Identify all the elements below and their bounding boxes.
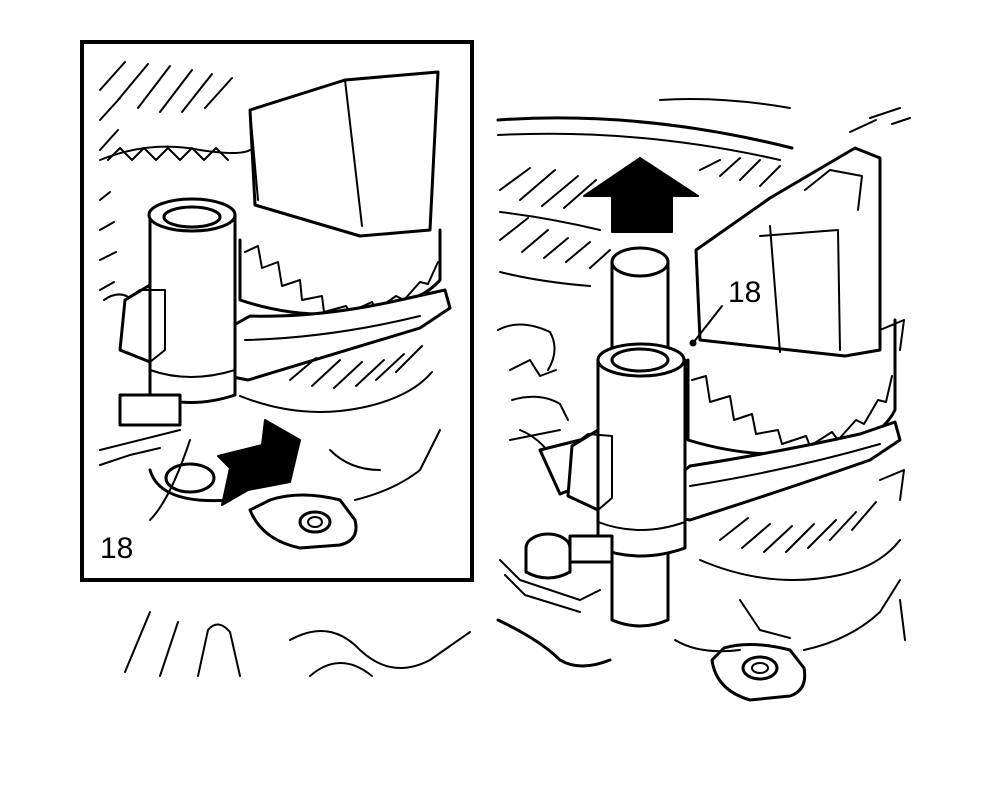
main-shift-fork-arm	[673, 420, 902, 522]
main-label-leader	[692, 305, 723, 344]
inset-detail-panel: 18	[80, 40, 474, 582]
inset-part-label: 18	[100, 532, 133, 565]
main-upper-gear-teeth	[499, 157, 781, 287]
inset-casing-bottom	[148, 429, 441, 550]
inset-label-leader	[149, 439, 191, 521]
inset-lower-gear-teeth	[239, 345, 433, 413]
arrow-up-icon	[583, 157, 699, 233]
main-synchro-block	[694, 146, 882, 358]
main-part-label: 18	[728, 276, 761, 309]
inset-shift-sleeve	[118, 197, 237, 404]
main-bolt-head	[499, 532, 601, 613]
inset-shift-fork-arm	[223, 288, 452, 382]
arrow-down-left-icon	[217, 419, 301, 506]
main-assembly-view: 18	[496, 98, 911, 702]
main-casing-bottom	[496, 579, 906, 702]
casing-outline-left	[124, 611, 471, 677]
main-housing-top	[496, 98, 911, 161]
main-shift-sleeve	[566, 342, 687, 564]
inset-base-bracket	[99, 393, 182, 466]
inset-top-gear-teeth	[99, 61, 251, 161]
main-lower-gear-teeth	[699, 469, 905, 581]
main-label-dot	[689, 339, 697, 347]
inset-synchro-block	[248, 70, 440, 238]
